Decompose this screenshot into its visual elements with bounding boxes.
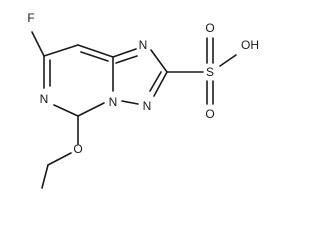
bond-c7-c8a-inner	[80, 51, 109, 62]
bond-ch2-ch3	[41, 164, 49, 189]
bond-o-ch2	[47, 152, 72, 166]
bond-c8a-n1-double	[115, 55, 138, 64]
ether-oxygen-label: O	[73, 142, 82, 156]
fluorine-label: F	[27, 11, 34, 25]
nitrogen-bridge-label: N	[109, 95, 118, 109]
bond-n3-n4	[121, 100, 139, 105]
bond-c2-n3-double	[149, 71, 162, 92]
nitrogen-top-label: N	[139, 38, 148, 52]
molecule-structure: F N N N N S O O OH O	[27, 11, 259, 189]
oxygen-top-label: O	[205, 21, 214, 35]
bond-n5-c5	[53, 104, 79, 117]
sulfur-label: S	[206, 65, 214, 79]
bond-c8a-n1	[112, 48, 137, 58]
bond-c5-n4	[77, 102, 105, 117]
bond-c2-n3	[153, 71, 168, 97]
nitrogen-bottom-label: N	[143, 99, 152, 113]
bond-s-oh	[219, 54, 237, 67]
bond-c6-f	[31, 31, 45, 57]
bond-c6-c7	[43, 44, 79, 57]
hydroxyl-label: OH	[241, 38, 259, 52]
bond-c7-c8a	[77, 44, 114, 58]
nitrogen-left-label: N	[40, 92, 49, 106]
bond-n1-c2	[150, 49, 168, 73]
oxygen-bottom-label: O	[205, 107, 214, 121]
